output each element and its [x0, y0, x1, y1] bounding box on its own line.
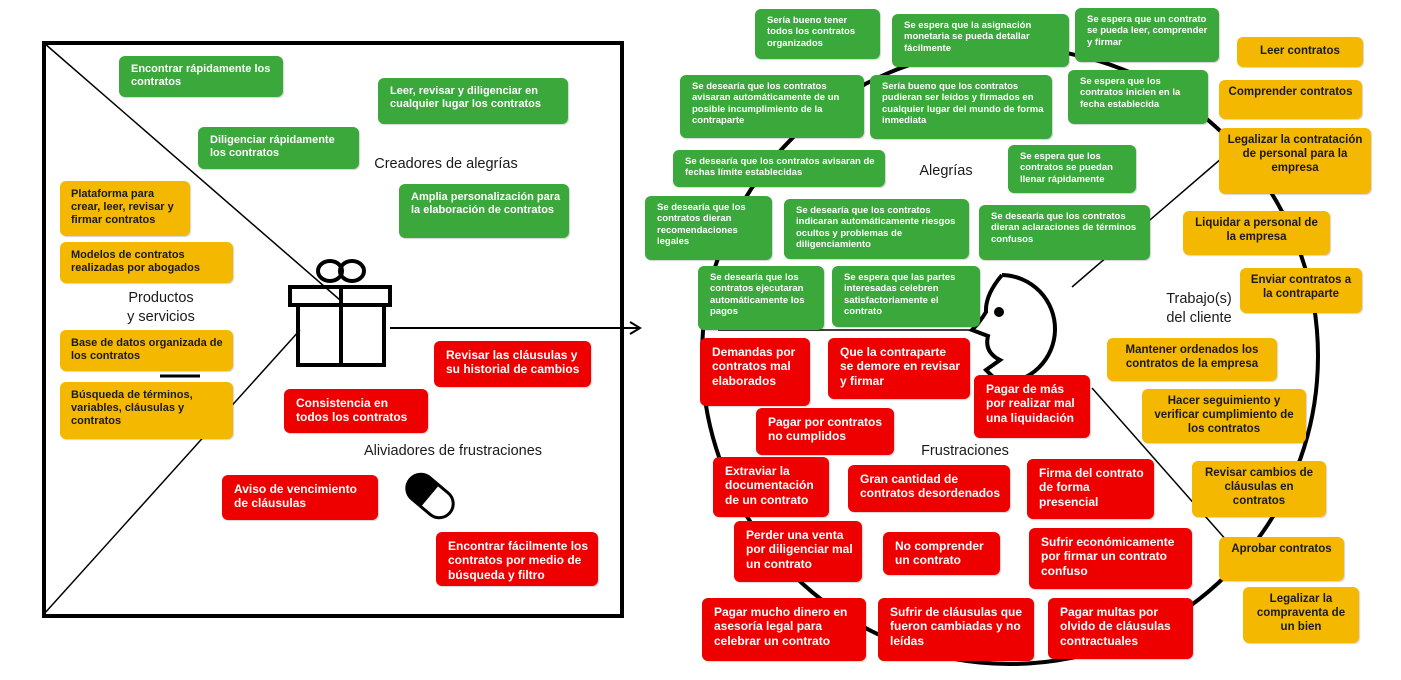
- product-note: Modelos de contratos realizadas por abog…: [60, 242, 233, 283]
- job-note: Legalizar la contratación de personal pa…: [1219, 128, 1371, 194]
- gain-note: Se desearía que los contratos dieran rec…: [645, 196, 772, 260]
- gain-note: Se espera que la asignación monetaria se…: [892, 14, 1069, 67]
- pain-note: Extraviar la documentación de un contrat…: [713, 457, 829, 517]
- pain-note: No comprender un contrato: [883, 532, 1000, 575]
- job-note: Hacer seguimiento y verificar cumplimien…: [1142, 389, 1306, 443]
- pain-relievers-heading: Aliviadores de frustraciones: [363, 443, 543, 459]
- pain-reliever-note: Aviso de vencimiento de cláusulas: [222, 475, 378, 520]
- pain-note: Pagar mucho dinero en asesoría legal par…: [702, 598, 866, 661]
- gain-note: Se espera que los contratos se puedan ll…: [1008, 145, 1136, 193]
- job-note: Leer contratos: [1237, 37, 1363, 67]
- gain-creator-note: Encontrar rápidamente los contratos: [119, 56, 283, 97]
- gain-creator-note: Diligenciar rápidamente los contratos: [198, 127, 359, 169]
- product-note: Búsqueda de términos, variables, cláusul…: [60, 382, 233, 439]
- pain-reliever-note: Revisar las cláusulas y su historial de …: [434, 341, 591, 387]
- job-note: Legalizar la compraventa de un bien: [1243, 587, 1359, 643]
- job-note: Mantener ordenados los contratos de la e…: [1107, 338, 1277, 381]
- pain-note: Demandas por contratos mal elaborados: [700, 338, 810, 406]
- product-note: Base de datos organizada de los contrato…: [60, 330, 233, 371]
- gain-note: Se desearía que los contratos avisaran a…: [680, 75, 864, 138]
- job-note: Revisar cambios de cláusulas en contrato…: [1192, 461, 1326, 517]
- gain-note: Se desearía que los contratos dieran acl…: [979, 205, 1150, 260]
- products-services-heading: Productos y servicios: [127, 290, 195, 325]
- customer-face-icon: [968, 273, 1057, 386]
- gift-icon: [288, 259, 392, 367]
- gain-note: Sería bueno tener todos los contratos or…: [755, 9, 880, 59]
- gain-note: Se desearía que los contratos avisaran d…: [673, 150, 885, 187]
- gain-note: Sería bueno que los contratos pudieran s…: [870, 75, 1052, 139]
- gains-heading: Alegrías: [919, 163, 973, 179]
- pain-reliever-note: Encontrar fácilmente los contratos por m…: [436, 532, 598, 586]
- gain-creator-note: Leer, revisar y diligenciar en cualquier…: [378, 78, 568, 124]
- arrow-icon: [390, 321, 642, 335]
- pain-note: Perder una venta por diligenciar mal un …: [734, 521, 862, 582]
- value-map-frame: [42, 41, 624, 618]
- pain-note: Pagar por contratos no cumplidos: [756, 408, 894, 455]
- pain-note: Que la contraparte se demore en revisar …: [828, 338, 970, 399]
- value-map-diagonal-bottom: [43, 329, 301, 615]
- pain-note: Pagar multas por olvido de cláusulas con…: [1048, 598, 1193, 659]
- job-note: Liquidar a personal de la empresa: [1183, 211, 1330, 255]
- pain-note: Pagar de más por realizar mal una liquid…: [974, 375, 1090, 438]
- pains-heading: Frustraciones: [921, 443, 1009, 459]
- job-note: Comprender contratos: [1219, 80, 1362, 119]
- pain-note: Sufrir de cláusulas que fueron cambiadas…: [878, 598, 1034, 661]
- job-note: Enviar contratos a la contraparte: [1240, 268, 1362, 313]
- pain-note: Sufrir económicamente por firmar un cont…: [1029, 528, 1192, 589]
- gain-note: Se espera que las partes interesadas cel…: [832, 266, 980, 327]
- gain-note: Se desearía que los contratos ejecutaran…: [698, 266, 824, 330]
- gain-note: Se desearía que los contratos indicaran …: [784, 199, 969, 259]
- pill-icon: [405, 472, 455, 520]
- job-note: Aprobar contratos: [1219, 537, 1344, 581]
- pain-note: Gran cantidad de contratos desordenados: [848, 465, 1010, 512]
- gain-creators-heading: Creadores de alegrías: [374, 156, 518, 172]
- value-map-diagonal-top: [43, 42, 341, 301]
- profile-divider-bottom: [1091, 387, 1236, 551]
- gain-creator-note: Amplia personalización para la elaboraci…: [399, 184, 569, 238]
- product-note: Plataforma para crear, leer, revisar y f…: [60, 181, 190, 236]
- gain-note: Se espera que un contrato se pueda leer,…: [1075, 8, 1219, 62]
- pain-note: Firma del contrato de forma presencial: [1027, 459, 1154, 519]
- pain-reliever-note: Consistencia en todos los contratos: [284, 389, 428, 433]
- gain-note: Se espera que los contratos inicien en l…: [1068, 70, 1208, 124]
- jobs-heading: Trabajo(s) del cliente: [1166, 291, 1232, 326]
